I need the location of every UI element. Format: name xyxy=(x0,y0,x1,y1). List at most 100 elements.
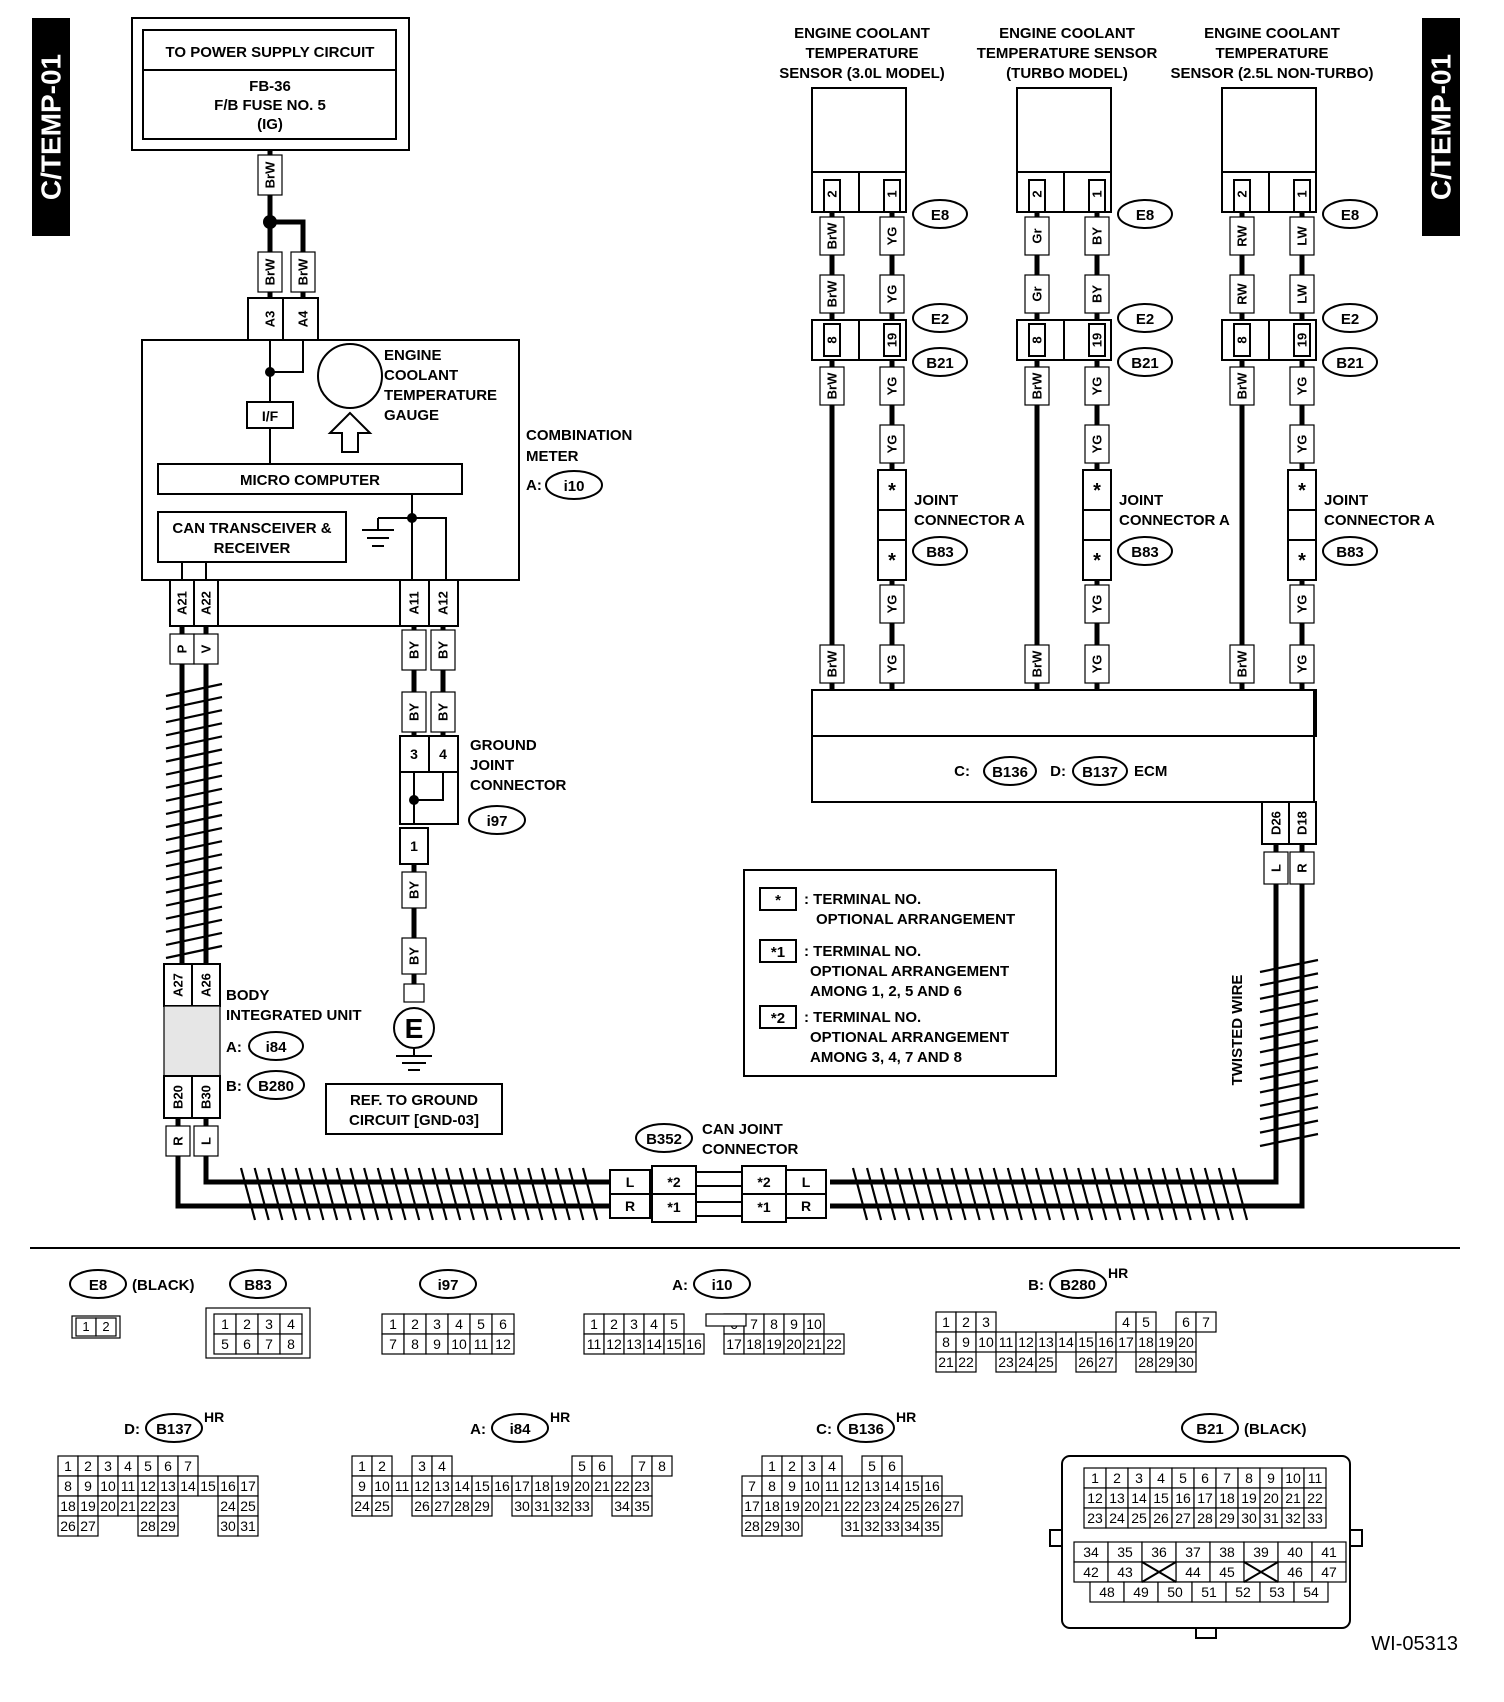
svg-text:46: 46 xyxy=(1287,1564,1303,1580)
svg-text:E2: E2 xyxy=(1341,311,1359,328)
svg-text:A26: A26 xyxy=(199,973,214,997)
svg-text:35: 35 xyxy=(924,1518,940,1534)
svg-text:9: 9 xyxy=(84,1478,92,1494)
svg-text:AMONG 3, 4, 7 AND 8: AMONG 3, 4, 7 AND 8 xyxy=(810,1049,962,1066)
svg-text:2: 2 xyxy=(788,1458,796,1474)
svg-text:A27: A27 xyxy=(171,973,186,997)
svg-text:4: 4 xyxy=(1157,1470,1165,1486)
svg-text:3: 3 xyxy=(630,1316,638,1332)
svg-text:23: 23 xyxy=(634,1478,650,1494)
svg-text:BrW: BrW xyxy=(296,258,311,285)
svg-text:11: 11 xyxy=(999,1334,1014,1350)
svg-text:17: 17 xyxy=(726,1336,742,1352)
svg-text:5: 5 xyxy=(578,1458,586,1474)
svg-text:8: 8 xyxy=(770,1316,778,1332)
svg-text:*: * xyxy=(1093,550,1101,572)
svg-text:HR: HR xyxy=(204,1409,224,1425)
svg-text:GROUND: GROUND xyxy=(470,737,537,754)
svg-text:18: 18 xyxy=(1219,1490,1235,1506)
svg-text:L: L xyxy=(1269,864,1284,872)
svg-text:16: 16 xyxy=(220,1478,236,1494)
svg-text:CONNECTOR: CONNECTOR xyxy=(702,1141,799,1158)
side-label-left: C/TEMP-01 xyxy=(32,18,70,236)
svg-text:OPTIONAL ARRANGEMENT: OPTIONAL ARRANGEMENT xyxy=(810,963,1009,980)
svg-text:13: 13 xyxy=(160,1478,176,1494)
svg-text:2: 2 xyxy=(102,1319,109,1334)
svg-text:5: 5 xyxy=(1142,1314,1150,1330)
svg-text:31: 31 xyxy=(844,1518,860,1534)
svg-text:14: 14 xyxy=(1131,1490,1147,1506)
svg-text:13: 13 xyxy=(1109,1490,1125,1506)
svg-text:23: 23 xyxy=(160,1498,176,1514)
svg-text:1: 1 xyxy=(885,190,900,197)
svg-text:11: 11 xyxy=(587,1336,602,1352)
svg-text:i10: i10 xyxy=(712,1277,733,1294)
svg-text:CIRCUIT [GND-03]: CIRCUIT [GND-03] xyxy=(349,1112,479,1129)
svg-text:B280: B280 xyxy=(1060,1277,1096,1294)
svg-text:A22: A22 xyxy=(199,591,214,615)
svg-text:30: 30 xyxy=(1178,1354,1194,1370)
svg-text:2: 2 xyxy=(1235,190,1250,197)
svg-text:ECM: ECM xyxy=(1134,763,1167,780)
svg-text:B21: B21 xyxy=(1131,355,1159,372)
svg-text:10: 10 xyxy=(451,1336,467,1352)
pinout-i10: A:i1012345678910111213141516171819202122 xyxy=(583,1269,845,1355)
svg-text:4: 4 xyxy=(439,746,447,762)
svg-text:6: 6 xyxy=(243,1336,251,1352)
svg-text:42: 42 xyxy=(1083,1564,1099,1580)
svg-text:P: P xyxy=(175,644,190,653)
svg-text:49: 49 xyxy=(1133,1584,1149,1600)
svg-text:6: 6 xyxy=(164,1458,172,1474)
svg-text:28: 28 xyxy=(454,1498,470,1514)
svg-text:YG: YG xyxy=(1295,377,1310,396)
svg-text:2: 2 xyxy=(84,1458,92,1474)
svg-text:1: 1 xyxy=(942,1314,950,1330)
svg-text:HR: HR xyxy=(1108,1265,1128,1281)
svg-text:24: 24 xyxy=(1018,1354,1034,1370)
svg-text:12: 12 xyxy=(606,1336,622,1352)
svg-text:B280: B280 xyxy=(258,1078,294,1095)
svg-text:28: 28 xyxy=(1138,1354,1154,1370)
svg-text:24: 24 xyxy=(1109,1510,1125,1526)
svg-text:1: 1 xyxy=(1090,190,1105,197)
svg-text:YG: YG xyxy=(1090,595,1105,614)
svg-text:7: 7 xyxy=(265,1336,273,1352)
svg-text:31: 31 xyxy=(1263,1510,1279,1526)
svg-text:BY: BY xyxy=(436,703,451,721)
svg-text:COOLANT: COOLANT xyxy=(384,367,458,384)
svg-text:4: 4 xyxy=(455,1316,463,1332)
svg-text:D:: D: xyxy=(1050,763,1066,780)
svg-text:24: 24 xyxy=(354,1498,370,1514)
svg-text:31: 31 xyxy=(240,1518,256,1534)
svg-text:E: E xyxy=(405,1013,424,1044)
svg-text:27: 27 xyxy=(434,1498,450,1514)
svg-text:9: 9 xyxy=(788,1478,796,1494)
svg-text:8: 8 xyxy=(768,1478,776,1494)
svg-text:13: 13 xyxy=(864,1478,880,1494)
svg-text:12: 12 xyxy=(140,1478,156,1494)
svg-text:E8: E8 xyxy=(1136,207,1154,224)
svg-text:19: 19 xyxy=(784,1498,800,1514)
svg-text:BrW: BrW xyxy=(1030,650,1045,677)
svg-text:3: 3 xyxy=(265,1316,273,1332)
svg-text:i84: i84 xyxy=(266,1039,288,1056)
svg-text:10: 10 xyxy=(804,1478,820,1494)
svg-text:2: 2 xyxy=(825,190,840,197)
ground-wires: BY BY BY BY xyxy=(401,626,456,736)
svg-text:27: 27 xyxy=(80,1518,96,1534)
svg-text:9: 9 xyxy=(433,1336,441,1352)
svg-text:50: 50 xyxy=(1167,1584,1183,1600)
svg-text:B30: B30 xyxy=(199,1085,214,1109)
svg-text:18: 18 xyxy=(534,1478,550,1494)
svg-text:17: 17 xyxy=(514,1478,530,1494)
svg-text:1: 1 xyxy=(1295,190,1310,197)
svg-text:22: 22 xyxy=(958,1354,974,1370)
ecm: C: B136 D: B137 ECM D26 D18 L R xyxy=(811,689,1317,890)
svg-text:17: 17 xyxy=(1118,1334,1134,1350)
svg-text:20: 20 xyxy=(100,1498,116,1514)
svg-text:BrW: BrW xyxy=(825,222,840,249)
svg-text:D26: D26 xyxy=(1269,811,1284,835)
